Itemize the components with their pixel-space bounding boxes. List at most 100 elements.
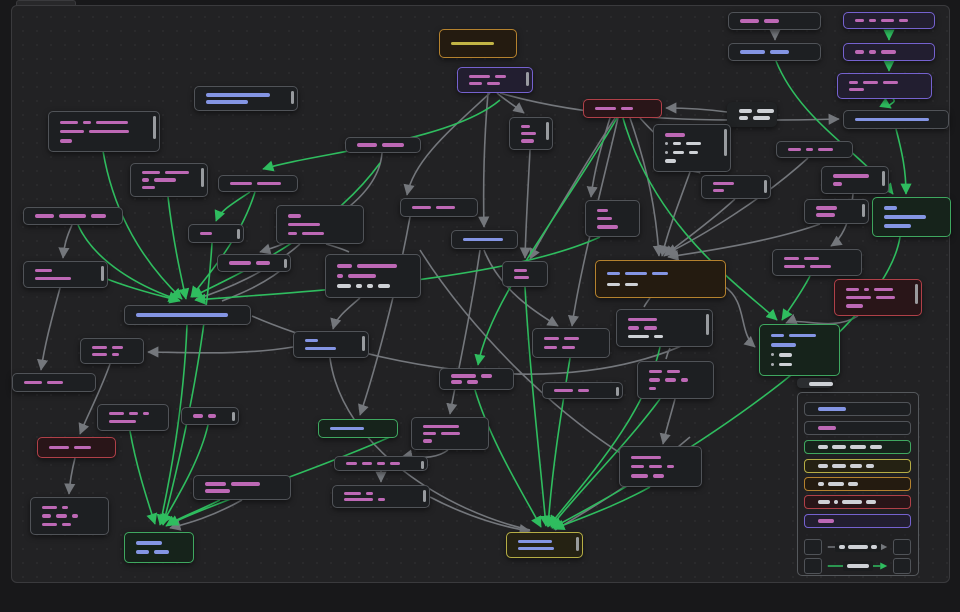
graph-node[interactable] <box>804 199 869 224</box>
graph-node[interactable] <box>124 305 251 325</box>
legend-node-sample[interactable] <box>804 421 911 435</box>
graph-node[interactable] <box>124 532 194 563</box>
node-scrollbar[interactable] <box>232 412 235 422</box>
legend-source-box[interactable] <box>804 558 822 574</box>
legend-node-sample[interactable] <box>804 477 911 491</box>
graph-node[interactable] <box>345 137 421 153</box>
graph-node[interactable] <box>728 43 821 61</box>
node-scrollbar[interactable] <box>423 490 426 503</box>
graph-node[interactable] <box>834 279 922 316</box>
graph-node[interactable] <box>318 419 398 438</box>
graph-node[interactable] <box>37 437 116 458</box>
graph-node[interactable] <box>218 175 298 192</box>
graph-node[interactable] <box>293 331 369 358</box>
graph-node[interactable] <box>130 163 208 197</box>
graph-node[interactable] <box>506 532 583 558</box>
legend-node-sample[interactable] <box>804 514 911 528</box>
graph-node[interactable] <box>80 338 144 364</box>
legend-target-box[interactable] <box>893 558 911 574</box>
graph-node[interactable] <box>439 29 517 58</box>
graph-node[interactable] <box>797 378 833 388</box>
graph-node[interactable] <box>334 456 428 471</box>
graph-node[interactable] <box>509 117 553 150</box>
legend-node-sample[interactable] <box>804 440 911 454</box>
node-scrollbar[interactable] <box>862 204 865 218</box>
graph-node[interactable] <box>439 368 514 390</box>
graph-node[interactable] <box>843 43 935 61</box>
graph-node[interactable] <box>12 373 96 392</box>
node-scrollbar[interactable] <box>201 168 204 187</box>
graph-node[interactable] <box>502 261 548 287</box>
node-scrollbar[interactable] <box>153 116 156 139</box>
node-scrollbar[interactable] <box>284 259 287 269</box>
graph-node[interactable] <box>193 475 291 500</box>
graph-node[interactable] <box>30 497 109 535</box>
graph-node[interactable] <box>772 249 862 276</box>
node-scrollbar[interactable] <box>546 122 549 140</box>
graph-node[interactable] <box>188 224 244 243</box>
node-scrollbar[interactable] <box>362 336 365 351</box>
graph-node[interactable] <box>532 328 610 358</box>
node-scrollbar[interactable] <box>576 537 579 551</box>
node-scrollbar[interactable] <box>101 266 104 281</box>
legend-target-box[interactable] <box>893 539 911 555</box>
graph-node[interactable] <box>332 485 430 508</box>
graph-node[interactable] <box>583 99 662 118</box>
legend-source-box[interactable] <box>804 539 822 555</box>
node-scrollbar[interactable] <box>291 91 294 105</box>
graph-node[interactable] <box>616 309 713 347</box>
text-line <box>554 388 614 393</box>
node-scrollbar[interactable] <box>882 171 885 187</box>
graph-node[interactable] <box>542 382 623 399</box>
graph-node[interactable] <box>759 324 840 376</box>
graph-node[interactable] <box>23 207 123 225</box>
legend-node-sample[interactable] <box>804 459 911 473</box>
graph-node[interactable] <box>325 254 421 298</box>
graph-node[interactable] <box>194 86 298 111</box>
graph-node[interactable] <box>181 407 239 425</box>
legend-panel[interactable] <box>797 392 919 576</box>
graph-node[interactable] <box>23 261 108 288</box>
graph-node[interactable] <box>451 230 518 249</box>
graph-node[interactable] <box>585 200 640 237</box>
node-scrollbar[interactable] <box>764 180 767 193</box>
gray-edge <box>358 216 411 416</box>
node-scrollbar[interactable] <box>237 229 240 239</box>
node-scrollbar[interactable] <box>724 129 727 156</box>
graph-node[interactable] <box>776 141 853 158</box>
graph-node[interactable] <box>727 102 777 127</box>
graph-node[interactable] <box>97 404 169 431</box>
graph-node[interactable] <box>276 205 364 244</box>
graph-node[interactable] <box>637 361 714 399</box>
graph-node[interactable] <box>217 254 291 272</box>
graph-node[interactable] <box>653 124 731 172</box>
text-line <box>288 214 355 218</box>
graph-node[interactable] <box>843 12 935 29</box>
green-edge <box>156 324 188 526</box>
node-scrollbar[interactable] <box>915 284 918 305</box>
graph-node[interactable] <box>837 73 932 99</box>
text-line <box>469 74 524 79</box>
graph-node[interactable] <box>411 417 489 450</box>
graph-node[interactable] <box>457 67 533 93</box>
node-scrollbar[interactable] <box>706 314 709 335</box>
node-scrollbar[interactable] <box>526 72 529 86</box>
graph-node[interactable] <box>872 197 951 237</box>
legend-node-sample[interactable] <box>804 495 911 509</box>
legend-node-sample[interactable] <box>804 402 911 416</box>
text-bar <box>231 482 260 486</box>
bullet-dot-icon <box>771 362 774 366</box>
graph-node[interactable] <box>400 198 478 217</box>
graph-node[interactable] <box>595 260 726 298</box>
graph-node[interactable] <box>619 446 702 487</box>
green-edge <box>167 196 190 300</box>
graph-node[interactable] <box>728 12 821 30</box>
graph-node[interactable] <box>48 111 160 152</box>
node-scrollbar[interactable] <box>421 461 424 469</box>
graph-node[interactable] <box>821 166 889 194</box>
graph-node[interactable] <box>701 175 771 199</box>
node-scrollbar[interactable] <box>616 387 619 396</box>
graph-node[interactable] <box>843 110 949 129</box>
canvas-corner-tab[interactable] <box>16 0 76 8</box>
